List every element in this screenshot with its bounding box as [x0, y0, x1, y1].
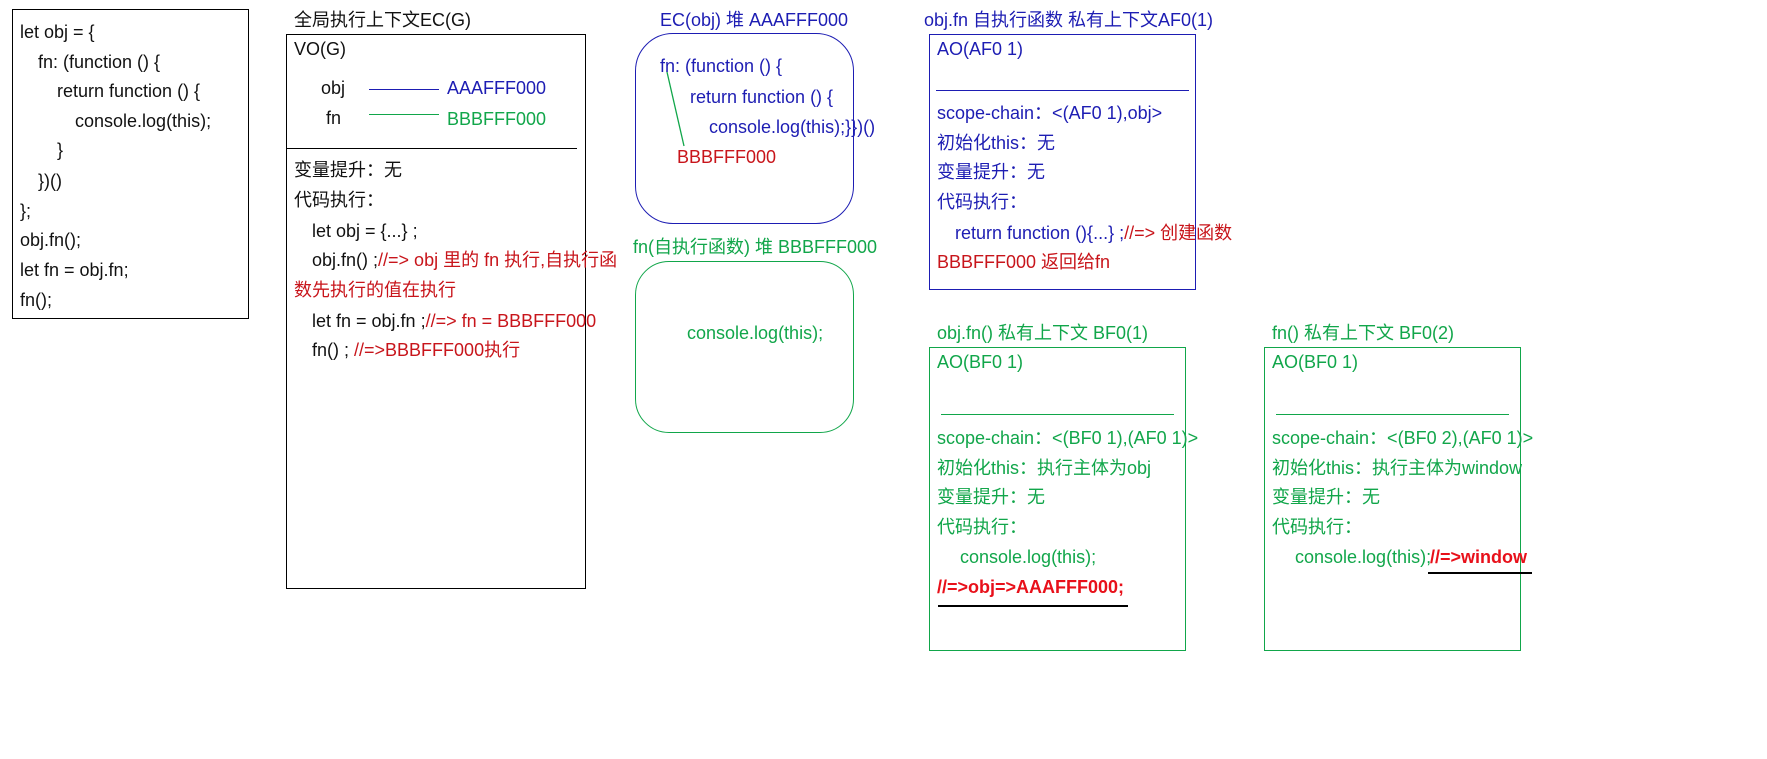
bf02-ao: AO(BF0 1): [1272, 352, 1359, 372]
var-name-fn: fn: [326, 108, 342, 128]
bf01-result: //=>obj=>AAAFFF000;: [937, 577, 1125, 597]
exec-line-3-comment: //=> fn = BBBFFF000: [425, 311, 597, 331]
bf02-this: 初始化this：执行主体为window: [1272, 458, 1523, 478]
af0-exec-line: return function (){...} ;//=> 创建函数: [955, 222, 1232, 244]
hoist-text: 变量提升：无: [294, 160, 402, 180]
exec-line-2-code: obj.fn() ;: [312, 250, 379, 270]
code-line: };: [20, 201, 32, 221]
af0-scope: scope-chain：<(AF0 1),obj>: [937, 103, 1163, 123]
bf01-exec-label: 代码执行：: [937, 517, 1027, 537]
af0-exec-comment: //=> 创建函数: [1124, 223, 1233, 243]
bf02-title: fn() 私有上下文 BF0(2): [1272, 323, 1455, 343]
exec-line-4: fn() ; //=>BBBFFF000执行: [312, 339, 520, 361]
bf01-result-underline: [938, 605, 1128, 607]
code-line: return function () {: [57, 81, 201, 101]
vo-label: VO(G): [294, 39, 346, 59]
bf02-divider: [1276, 414, 1509, 415]
bf01-hoist: 变量提升：无: [937, 487, 1045, 507]
exec-label: 代码执行：: [294, 190, 384, 210]
heap-fn-box: [635, 261, 854, 433]
heap-obj-box: [635, 33, 854, 224]
bf01-ao: AO(BF0 1): [937, 352, 1024, 372]
code-line: fn: (function () {: [38, 52, 161, 72]
exec-line-4-code: fn() ;: [312, 340, 355, 360]
var-name-obj: obj: [321, 78, 346, 98]
heap-obj-ref-line: [666, 71, 685, 147]
code-line: }: [57, 140, 64, 160]
global-context-title: 全局执行上下文EC(G): [294, 10, 471, 30]
bf01-exec-code: console.log(this);: [960, 547, 1097, 567]
af0-exec-label: 代码执行：: [937, 192, 1027, 212]
bf02-exec-label: 代码执行：: [1272, 517, 1362, 537]
global-context-box: [286, 34, 586, 589]
exec-line-1: let obj = {...} ;: [312, 221, 418, 241]
obj-pointer-line: [369, 89, 439, 90]
exec-line-4-comment: //=>BBBFFF000执行: [354, 340, 521, 360]
heap-fn-title: fn(自执行函数) 堆 BBBFFF000: [633, 237, 878, 257]
code-line: let obj = {: [20, 22, 95, 42]
af0-hoist: 变量提升：无: [937, 162, 1045, 182]
bf02-result-underline: [1428, 572, 1532, 574]
exec-line-3-code: let fn = obj.fn ;: [312, 311, 426, 331]
af0-return: BBBFFF000 返回给fn: [937, 252, 1111, 272]
exec-line-2-comment-cont: 数先执行的值在执行: [294, 280, 456, 300]
code-line: })(): [38, 171, 62, 191]
var-value-fn: BBBFFF000: [447, 109, 547, 129]
bf02-scope: scope-chain：<(BF0 2),(AF0 1)>: [1272, 428, 1534, 448]
exec-line-2: obj.fn() ;//=> obj 里的 fn 执行,自执行函: [312, 249, 617, 271]
exec-line-2-comment: //=> obj 里的 fn 执行,自执行函: [378, 250, 618, 270]
bf01-this: 初始化this：执行主体为obj: [937, 458, 1152, 478]
bf01-title: obj.fn() 私有上下文 BF0(1): [937, 323, 1149, 343]
af0-this: 初始化this：无: [937, 133, 1056, 153]
heap-fn-body: console.log(this);: [687, 323, 824, 343]
heap-obj-line-2: return function () {: [690, 87, 834, 107]
code-box: [12, 9, 249, 319]
code-line: console.log(this);: [75, 111, 212, 131]
heap-obj-line-1: fn: (function () {: [660, 56, 783, 76]
heap-obj-line-3: console.log(this);}})(): [709, 117, 876, 137]
vo-divider: [287, 148, 577, 149]
code-line: fn();: [20, 290, 53, 310]
af0-divider: [936, 90, 1189, 91]
heap-obj-title: EC(obj) 堆 AAAFFF000: [660, 10, 849, 30]
fn-pointer-line: [369, 114, 439, 115]
af0-box: [929, 34, 1196, 290]
af0-ao: AO(AF0 1): [937, 39, 1024, 59]
bf02-box: [1264, 347, 1521, 651]
bf02-hoist: 变量提升：无: [1272, 487, 1380, 507]
heap-obj-ref: BBBFFF000: [677, 147, 777, 167]
af0-exec-code: return function (){...} ;: [955, 223, 1125, 243]
bf02-result: //=>window: [1430, 547, 1528, 567]
bf01-scope: scope-chain：<(BF0 1),(AF0 1)>: [937, 428, 1199, 448]
var-value-obj: AAAFFF000: [447, 78, 547, 98]
code-line: obj.fn();: [20, 230, 82, 250]
exec-line-3: let fn = obj.fn ;//=> fn = BBBFFF000: [312, 310, 596, 332]
bf01-box: [929, 347, 1186, 651]
bf02-exec-code: console.log(this);: [1295, 547, 1432, 567]
code-line: let fn = obj.fn;: [20, 260, 129, 280]
af0-title: obj.fn 自执行函数 私有上下文AF0(1): [924, 10, 1214, 30]
bf01-divider: [941, 414, 1174, 415]
